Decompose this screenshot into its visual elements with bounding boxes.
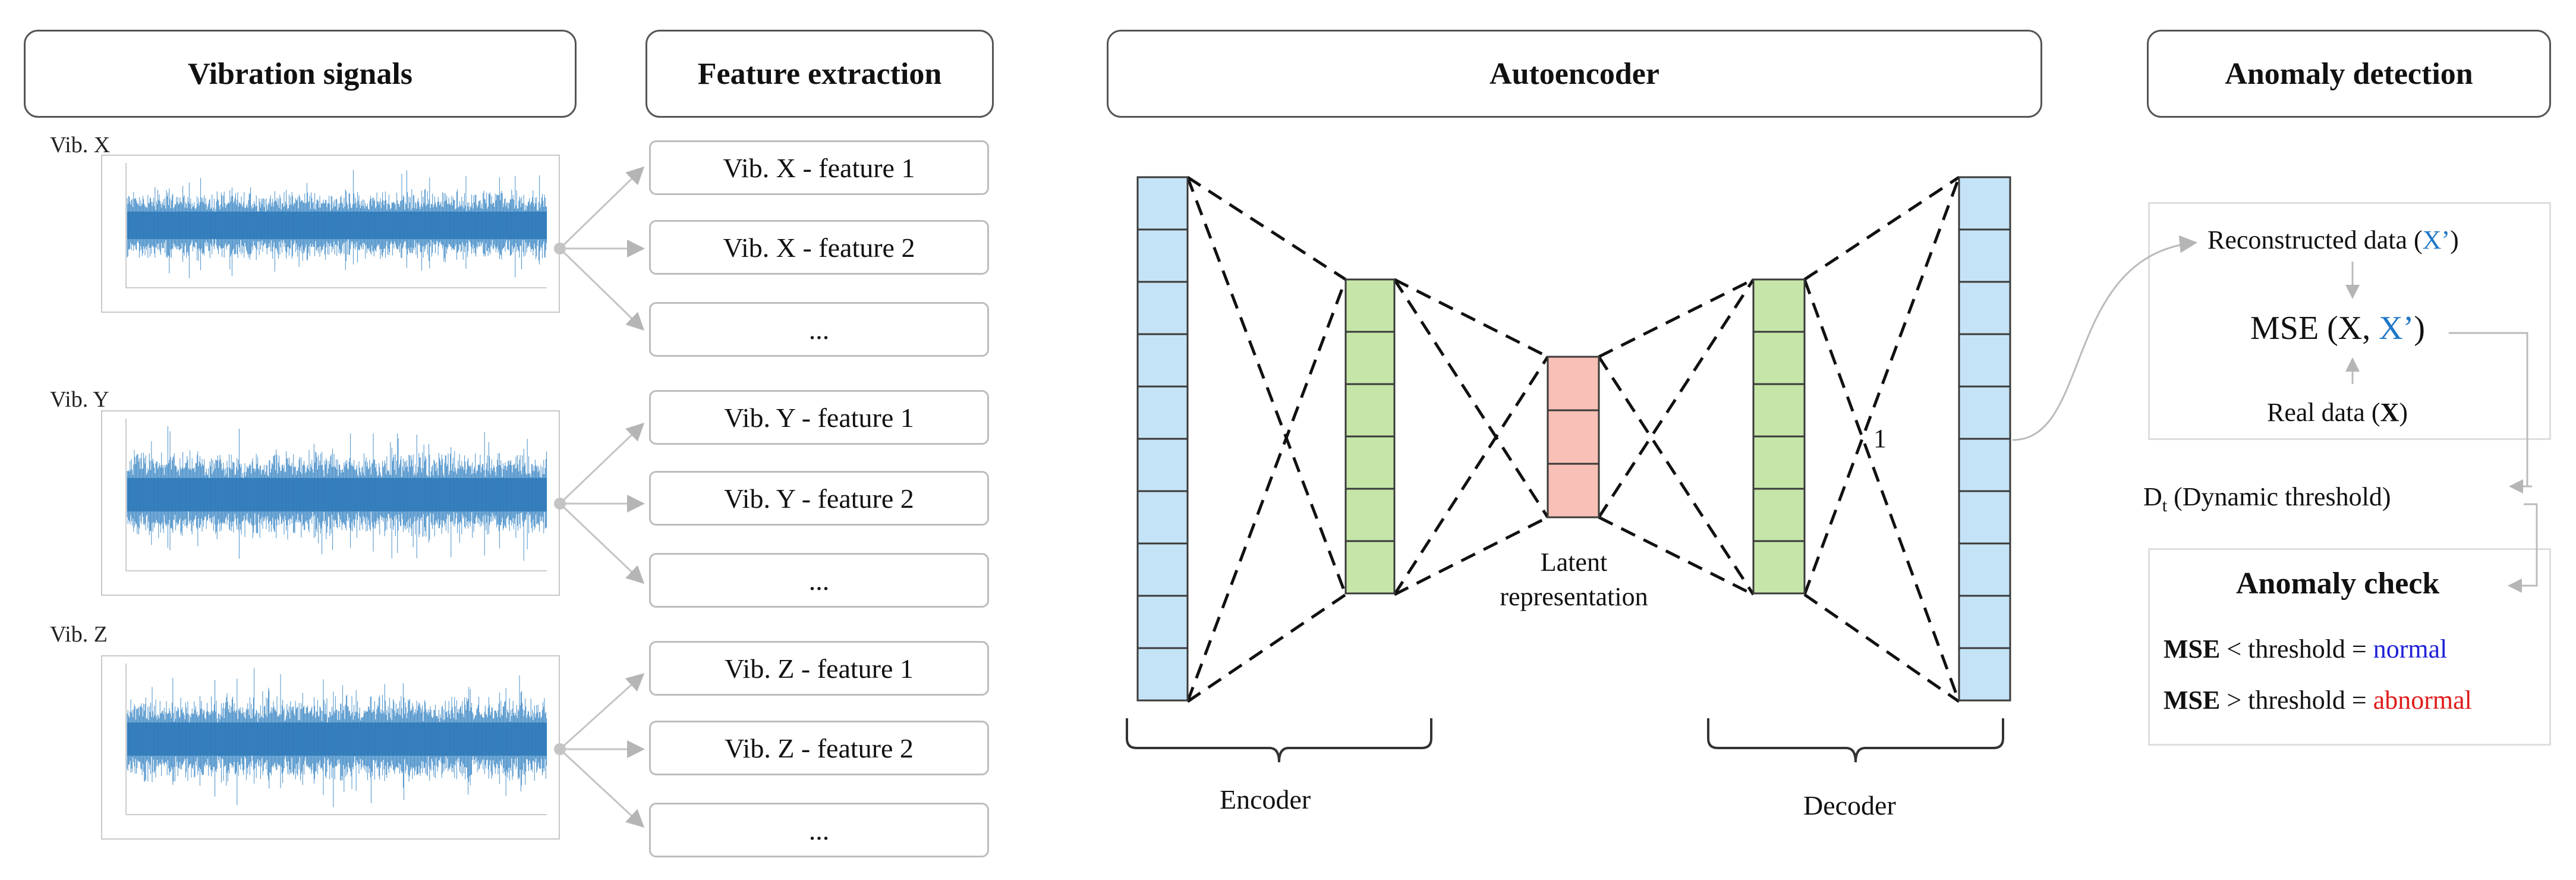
mse-close: ) bbox=[2414, 310, 2425, 347]
hidden-layer-2-node bbox=[1752, 540, 1806, 595]
hidden-layer-2-node bbox=[1752, 278, 1806, 333]
hidden-layer-1-node bbox=[1344, 383, 1396, 438]
threshold-sub: t bbox=[2162, 495, 2168, 516]
plot-axes bbox=[125, 419, 547, 571]
input-layer-node bbox=[1136, 281, 1189, 335]
input-layer-node bbox=[1136, 385, 1189, 440]
real-data-label: Real data (X) bbox=[2267, 397, 2408, 428]
waveform-y bbox=[125, 419, 547, 571]
rule-normal-mse: MSE bbox=[2164, 634, 2221, 664]
waveform-core bbox=[127, 211, 547, 240]
real-var: X bbox=[2380, 398, 2399, 427]
header-anomaly-detection: Anomaly detection bbox=[2147, 30, 2551, 118]
latent-layer-node bbox=[1547, 463, 1600, 518]
real-close: ) bbox=[2399, 398, 2408, 427]
rule-normal-op: < threshold = bbox=[2220, 634, 2373, 664]
rule-normal: MSE < threshold = normal bbox=[2164, 634, 2447, 664]
header-autoencoder: Autoencoder bbox=[1107, 30, 2042, 118]
latent-label-line2: representation bbox=[1500, 582, 1648, 611]
signal-plot-x bbox=[101, 155, 560, 313]
input-layer bbox=[1136, 176, 1189, 702]
output-layer-node bbox=[1958, 333, 2011, 388]
waveform-core bbox=[127, 722, 547, 756]
output-layer-node bbox=[1958, 385, 2011, 440]
input-layer-node bbox=[1136, 228, 1189, 283]
hidden-layer-2 bbox=[1752, 278, 1806, 595]
feature-box-y3: ... bbox=[649, 553, 989, 608]
output-layer-node bbox=[1958, 438, 2011, 492]
hidden-layer-1-node bbox=[1344, 331, 1396, 385]
network-connections bbox=[1186, 175, 1961, 703]
output-layer-node bbox=[1958, 647, 2011, 702]
latent-layer-node bbox=[1547, 356, 1600, 411]
hidden-layer-1 bbox=[1344, 278, 1396, 595]
hidden-layer-2-node bbox=[1752, 331, 1806, 385]
encoder-brace bbox=[1126, 718, 1432, 763]
mse-var: X’ bbox=[2379, 310, 2414, 347]
output-layer-node bbox=[1958, 228, 2011, 283]
feature-box-y1: Vib. Y - feature 1 bbox=[649, 390, 989, 445]
decoder-label: Decoder bbox=[1803, 790, 1896, 821]
anomaly-check-title: Anomaly check bbox=[2236, 567, 2440, 601]
reconstructed-var: X’ bbox=[2422, 225, 2451, 254]
threshold-rest: (Dynamic threshold) bbox=[2167, 482, 2391, 511]
anomaly-check-panel bbox=[2148, 548, 2551, 746]
latent-layer-node bbox=[1547, 409, 1600, 465]
input-layer-node bbox=[1136, 438, 1189, 492]
feature-box-z3: ... bbox=[649, 803, 989, 857]
reconstruction-panel bbox=[2148, 202, 2551, 440]
header-vibration-signals: Vibration signals bbox=[24, 30, 577, 118]
mse-prefix: MSE (X, bbox=[2250, 310, 2379, 347]
rule-abnormal-result: abnormal bbox=[2373, 686, 2472, 715]
real-prefix: Real data ( bbox=[2267, 398, 2380, 427]
feature-box-x1: Vib. X - feature 1 bbox=[649, 140, 989, 195]
feature-box-z2: Vib. Z - feature 2 bbox=[649, 721, 989, 775]
feature-box-y2: Vib. Y - feature 2 bbox=[649, 471, 989, 526]
rule-abnormal-op: > threshold = bbox=[2220, 686, 2373, 715]
input-layer-node bbox=[1136, 490, 1189, 545]
input-layer-node bbox=[1136, 595, 1189, 649]
waveform-z bbox=[125, 664, 547, 815]
header-feature-extraction: Feature extraction bbox=[645, 30, 994, 118]
signal-plot-y bbox=[101, 410, 560, 596]
edge-marker-1: 1 bbox=[1873, 424, 1887, 453]
mse-label: MSE (X, X’) bbox=[2250, 309, 2425, 347]
waveform-x bbox=[125, 163, 547, 288]
latent-layer bbox=[1547, 356, 1600, 518]
signal-label-y: Vib. Y bbox=[50, 387, 109, 412]
rule-abnormal-mse: MSE bbox=[2164, 686, 2221, 715]
plot-axes bbox=[125, 664, 547, 815]
encoder-label: Encoder bbox=[1220, 784, 1311, 815]
input-layer-node bbox=[1136, 333, 1189, 388]
input-layer-node bbox=[1136, 647, 1189, 702]
output-layer-node bbox=[1958, 281, 2011, 335]
hidden-layer-1-node bbox=[1344, 278, 1396, 333]
signal-plot-z bbox=[101, 655, 560, 840]
plot-axes bbox=[125, 163, 547, 288]
hidden-layer-2-node bbox=[1752, 488, 1806, 542]
feature-box-x3: ... bbox=[649, 302, 989, 357]
signal-label-z: Vib. Z bbox=[50, 622, 108, 647]
hidden-layer-1-node bbox=[1344, 435, 1396, 490]
threshold-d: D bbox=[2143, 482, 2162, 511]
rule-normal-result: normal bbox=[2373, 634, 2448, 664]
waveform-core bbox=[127, 477, 547, 512]
latent-label-line1: Latent bbox=[1540, 548, 1608, 577]
reconstructed-prefix: Reconstructed data ( bbox=[2207, 225, 2423, 254]
decoder-brace bbox=[1707, 718, 2004, 763]
dynamic-threshold-label: Dt (Dynamic threshold) bbox=[2143, 482, 2391, 516]
rule-abnormal: MSE > threshold = abnormal bbox=[2164, 685, 2472, 715]
reconstructed-data-label: Reconstructed data (X’) bbox=[2207, 225, 2459, 255]
output-layer bbox=[1958, 176, 2011, 702]
feature-box-z1: Vib. Z - feature 1 bbox=[649, 641, 989, 696]
signal-label-x: Vib. X bbox=[50, 133, 111, 158]
hidden-layer-1-node bbox=[1344, 540, 1396, 595]
feature-box-x2: Vib. X - feature 2 bbox=[649, 220, 989, 275]
reconstructed-close: ) bbox=[2450, 225, 2459, 254]
